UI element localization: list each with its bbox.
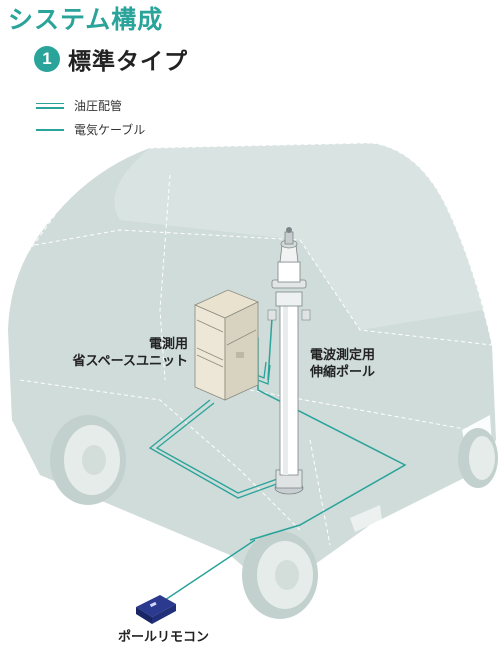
front-left-wheel: [50, 415, 126, 505]
single-line-icon: [36, 127, 64, 133]
unit-label-line1: 電測用: [148, 336, 188, 351]
space-saving-unit: [194, 289, 259, 401]
double-line-icon: [36, 102, 64, 109]
remote-label: ポールリモコン: [118, 629, 210, 644]
legend-hydraulic: 油圧配管: [36, 97, 122, 114]
telescopic-pole: [267, 227, 311, 495]
subtitle: 標準タイプ: [68, 48, 188, 74]
front-right-wheel: [458, 428, 498, 488]
legend-hydraulic-label: 油圧配管: [74, 99, 123, 113]
number-badge: 1: [34, 46, 60, 72]
pole-label-line1: 電波測定用: [310, 347, 376, 362]
pole-label-line2: 伸縮ポール: [310, 364, 376, 379]
pole-callout: 電波測定用 伸縮ポール: [310, 346, 375, 380]
pole-remote-control: [136, 595, 176, 624]
subtitle-row: 1 標準タイプ: [34, 42, 188, 76]
legend-cable-label: 電気ケーブル: [74, 123, 146, 137]
unit-label-line2: 省スペースユニット: [72, 353, 188, 368]
rear-left-wheel: [242, 531, 318, 619]
legend-cable: 電気ケーブル: [36, 121, 145, 138]
unit-callout: 電測用 省スペースユニット: [40, 335, 188, 369]
page-title: システム構成: [8, 6, 164, 34]
